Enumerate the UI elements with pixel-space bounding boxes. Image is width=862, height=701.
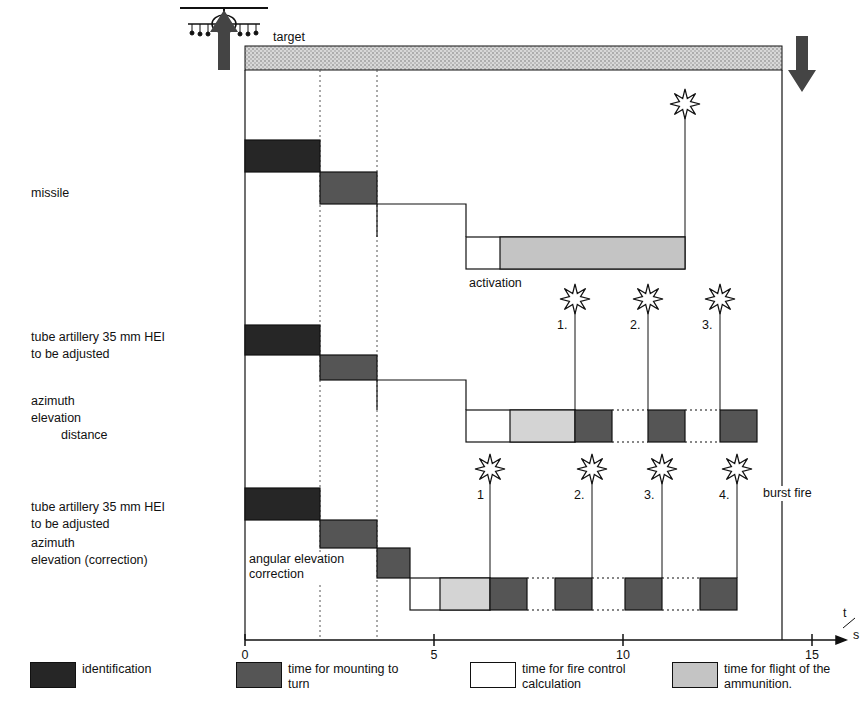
direction-arrow <box>210 10 816 92</box>
artillery-bars <box>245 325 757 442</box>
row-label: tube artillery 35 mm HEI <box>30 330 166 345</box>
row-label: missile <box>30 186 70 201</box>
shot-number: 3. <box>701 318 713 333</box>
explosion-star <box>577 454 607 484</box>
target-band <box>245 46 782 70</box>
time-axis <box>245 618 855 646</box>
shot-number: 2. <box>629 318 641 333</box>
explosion-star <box>647 454 677 484</box>
note: activation <box>468 276 523 291</box>
legend-item: time for flight of the ammunition. <box>672 662 862 692</box>
target-label: target <box>272 30 306 45</box>
legend-swatch <box>672 662 718 688</box>
axis-unit: s <box>852 628 860 643</box>
artillery-bars-correction <box>245 488 737 610</box>
explosion-star <box>722 454 752 484</box>
explosion-star <box>560 284 590 314</box>
legend-swatch <box>470 662 516 688</box>
tick-label: 0 <box>241 648 250 663</box>
shot-number: 4. <box>718 488 730 503</box>
missile-bars <box>245 140 685 269</box>
row-label: elevation (correction) <box>30 553 149 568</box>
explosion-star <box>475 454 505 484</box>
legend-swatch <box>30 662 76 688</box>
row-label: to be adjusted <box>30 347 111 362</box>
legend-swatch <box>236 662 282 688</box>
legend-text: time for mounting to turn <box>288 662 418 692</box>
tick-label: 15 <box>804 648 820 663</box>
row-label: azimuth <box>30 394 76 409</box>
shot-number: 2. <box>573 488 585 503</box>
tick-label: 10 <box>615 648 631 663</box>
shot-number: 3. <box>643 488 655 503</box>
row-label: to be adjusted <box>30 517 111 532</box>
row-label: elevation <box>30 411 82 426</box>
burst-line <box>490 118 737 578</box>
legend-item: time for fire control calculation <box>470 662 662 692</box>
tick-label: 5 <box>430 648 439 663</box>
note: burst fire <box>762 486 813 501</box>
explosion-star <box>705 284 735 314</box>
legend-text: time for flight of the ammunition. <box>724 662 862 692</box>
explosion-star <box>670 89 700 119</box>
frame <box>245 70 782 640</box>
row-label: tube artillery 35 mm HEI <box>30 500 166 515</box>
legend-text: identification <box>82 662 192 677</box>
shot-number: 1 <box>476 488 485 503</box>
legend-item: time for mounting to turn <box>236 662 418 692</box>
row-label: azimuth <box>30 536 76 551</box>
note: angular elevation correction <box>248 552 370 582</box>
axis-unit: t <box>842 606 847 621</box>
shot-number: 1. <box>556 318 568 333</box>
legend-text: time for fire control calculation <box>522 662 662 692</box>
explosion-star <box>633 284 663 314</box>
row-label: distance <box>60 428 109 443</box>
legend-item: identification <box>30 662 192 688</box>
